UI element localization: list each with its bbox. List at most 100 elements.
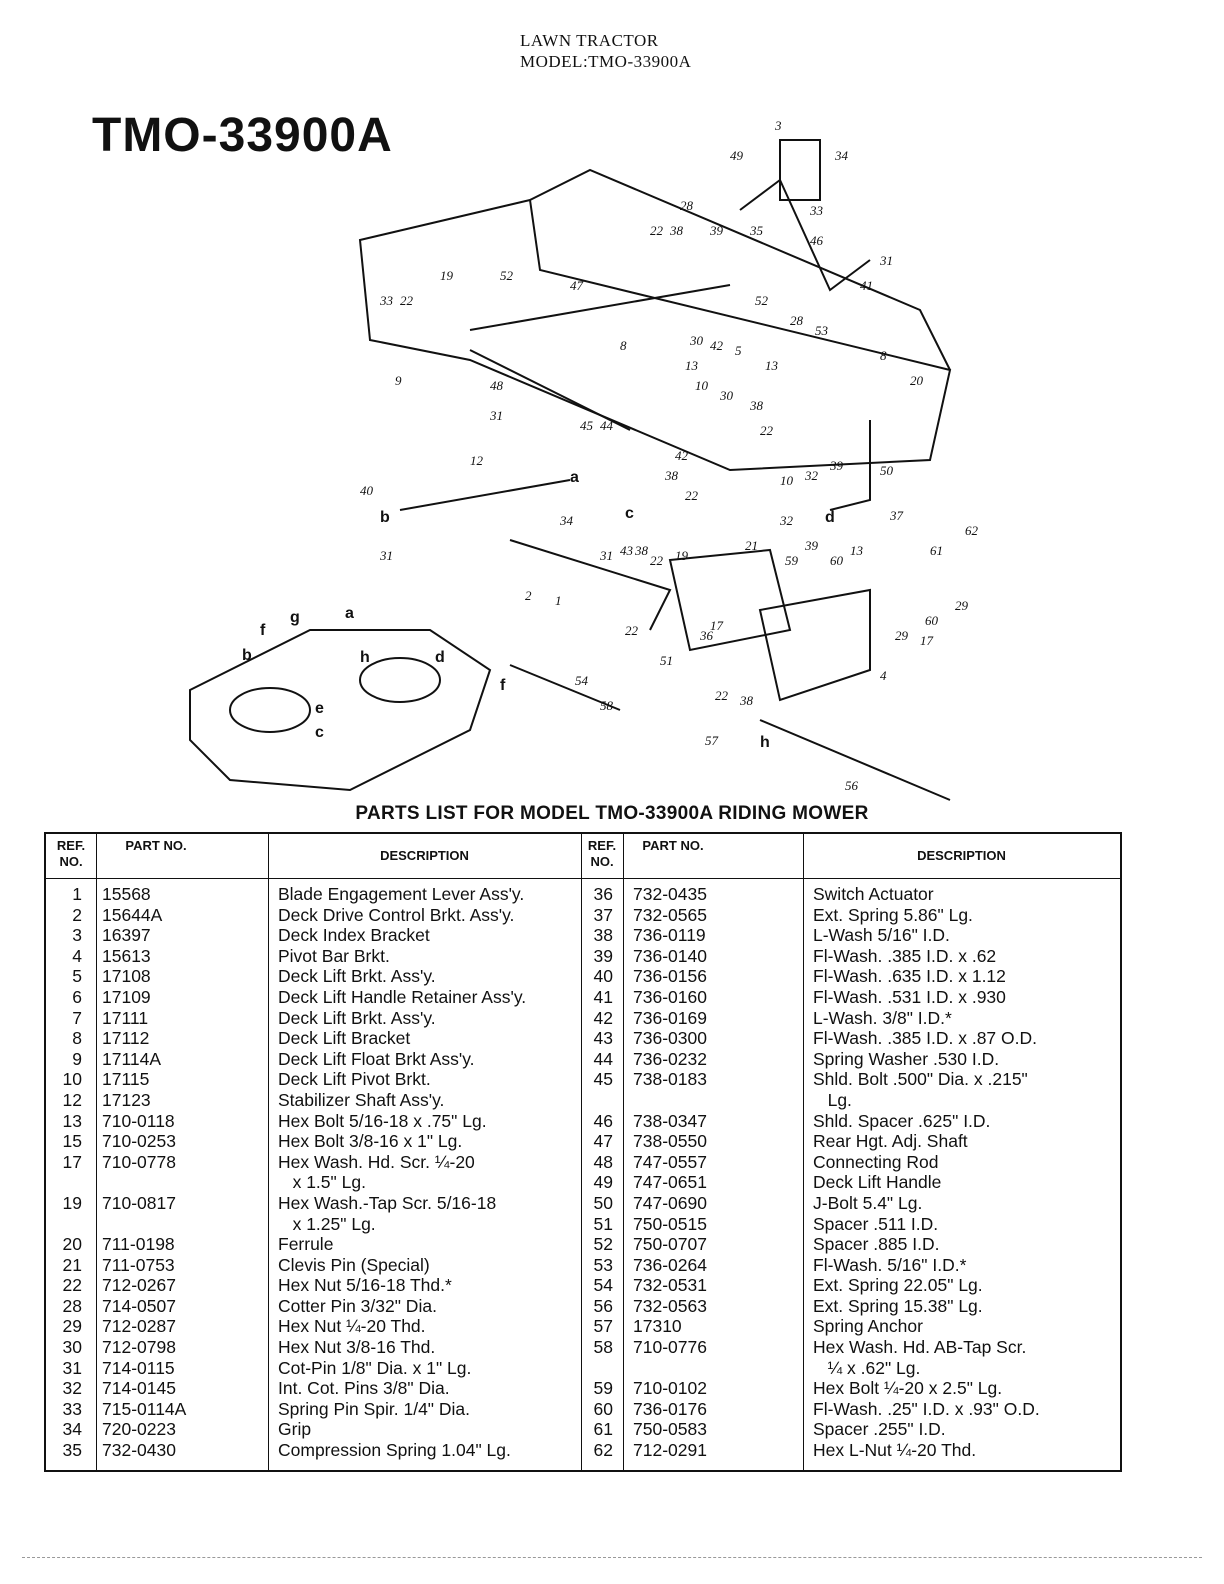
svg-text:52: 52 <box>500 268 514 283</box>
col-divider <box>803 834 804 1470</box>
svg-text:56: 56 <box>845 778 859 793</box>
header-line-1: LAWN TRACTOR <box>520 31 659 50</box>
ref-number: 53 <box>593 1254 613 1275</box>
part-description: Cotter Pin 3/32" Dia. <box>278 1295 437 1316</box>
svg-text:57: 57 <box>705 733 719 748</box>
header-ref-no: REF. NO. <box>56 838 86 869</box>
part-number: 714-0115 <box>102 1357 175 1378</box>
svg-text:21: 21 <box>745 538 758 553</box>
ref-number: 52 <box>593 1234 613 1255</box>
rear-shaft <box>469 284 731 331</box>
part-number: 736-0140 <box>633 945 707 966</box>
part-number: 738-0183 <box>633 1069 707 1090</box>
svg-text:42: 42 <box>710 338 724 353</box>
svg-text:39: 39 <box>804 538 819 553</box>
header-part-no: PART NO. <box>642 838 704 853</box>
svg-text:38: 38 <box>664 468 679 483</box>
part-description: Ext. Spring 22.05" Lg. <box>813 1275 983 1296</box>
ref-number: 10 <box>62 1069 82 1090</box>
part-number: 736-0119 <box>633 925 706 946</box>
part-number: 710-0778 <box>102 1151 176 1172</box>
mower-deck <box>189 629 492 792</box>
part-number: 710-0817 <box>102 1192 176 1213</box>
part-number: 736-0300 <box>633 1028 707 1049</box>
svg-text:1: 1 <box>555 593 562 608</box>
svg-text:28: 28 <box>790 313 804 328</box>
frame-outline <box>358 198 952 472</box>
part-number: 712-0798 <box>102 1337 176 1358</box>
part-number: 732-0563 <box>633 1295 707 1316</box>
parts-row: ¼ x .62" Lg. <box>581 1358 1121 1379</box>
deck-index-bracket <box>779 139 821 201</box>
svg-text:60: 60 <box>925 613 939 628</box>
part-description: Spring Washer .530 I.D. <box>813 1048 1000 1069</box>
svg-text:47: 47 <box>570 278 584 293</box>
header-description: DESCRIPTION <box>917 848 1006 863</box>
stabilizer-shaft <box>399 479 571 511</box>
part-description: Deck Lift Handle <box>813 1172 942 1193</box>
ref-number: 54 <box>593 1275 613 1296</box>
part-number: 15568 <box>102 884 151 904</box>
part-number: 17111 <box>102 1007 149 1028</box>
part-description: Ferrule <box>278 1234 334 1255</box>
svg-text:22: 22 <box>715 688 729 703</box>
svg-text:43: 43 <box>620 543 634 558</box>
svg-text:53: 53 <box>815 323 829 338</box>
ref-number: 29 <box>62 1316 82 1337</box>
part-number: 17109 <box>102 986 151 1007</box>
part-description: Fl-Wash. .25" I.D. x .93" O.D. <box>813 1398 1040 1419</box>
ref-number: 57 <box>593 1316 613 1337</box>
part-description: Spacer .885 I.D. <box>813 1234 940 1255</box>
part-number: 736-0232 <box>633 1048 707 1069</box>
part-number: 736-0160 <box>633 986 707 1007</box>
svg-text:31: 31 <box>489 408 503 423</box>
ref-number: 62 <box>593 1440 613 1461</box>
part-description: Clevis Pin (Special) <box>278 1254 430 1275</box>
part-number: 15644A <box>102 904 163 925</box>
part-description: Deck Index Bracket <box>278 925 430 946</box>
ref-number: 43 <box>593 1028 613 1049</box>
header-description: DESCRIPTION <box>380 848 469 863</box>
ref-number: 31 <box>62 1357 82 1378</box>
ref-number: 15 <box>62 1131 82 1152</box>
part-number: 714-0507 <box>102 1295 176 1316</box>
j-bolt <box>829 420 871 511</box>
ref-number: 51 <box>593 1213 613 1234</box>
diagram-linework <box>189 139 952 801</box>
svg-text:40: 40 <box>360 483 374 498</box>
part-description: L-Wash. 3/8" I.D.* <box>813 1007 952 1028</box>
part-number: 710-0253 <box>102 1131 176 1152</box>
svg-text:13: 13 <box>765 358 779 373</box>
control-bracket <box>668 548 792 652</box>
svg-text:38: 38 <box>669 223 684 238</box>
svg-text:17: 17 <box>920 633 934 648</box>
part-description: Hex Wash.-Tap Scr. 5/16-18 <box>278 1192 497 1213</box>
part-description: Grip <box>278 1419 312 1440</box>
part-description: Deck Lift Brkt. Ass'y. <box>278 966 436 987</box>
part-description: Fl-Wash. .635 I.D. x 1.12 <box>813 966 1006 987</box>
svg-text:29: 29 <box>955 598 969 613</box>
part-description: L-Wash 5/16" I.D. <box>813 925 950 946</box>
svg-text:51: 51 <box>660 653 673 668</box>
svg-text:36: 36 <box>699 628 714 643</box>
svg-text:28: 28 <box>680 198 694 213</box>
part-description: Connecting Rod <box>813 1151 939 1172</box>
spring-56 <box>759 719 951 801</box>
ref-number: 7 <box>72 1007 82 1028</box>
part-description: Rear Hgt. Adj. Shaft <box>813 1131 968 1152</box>
